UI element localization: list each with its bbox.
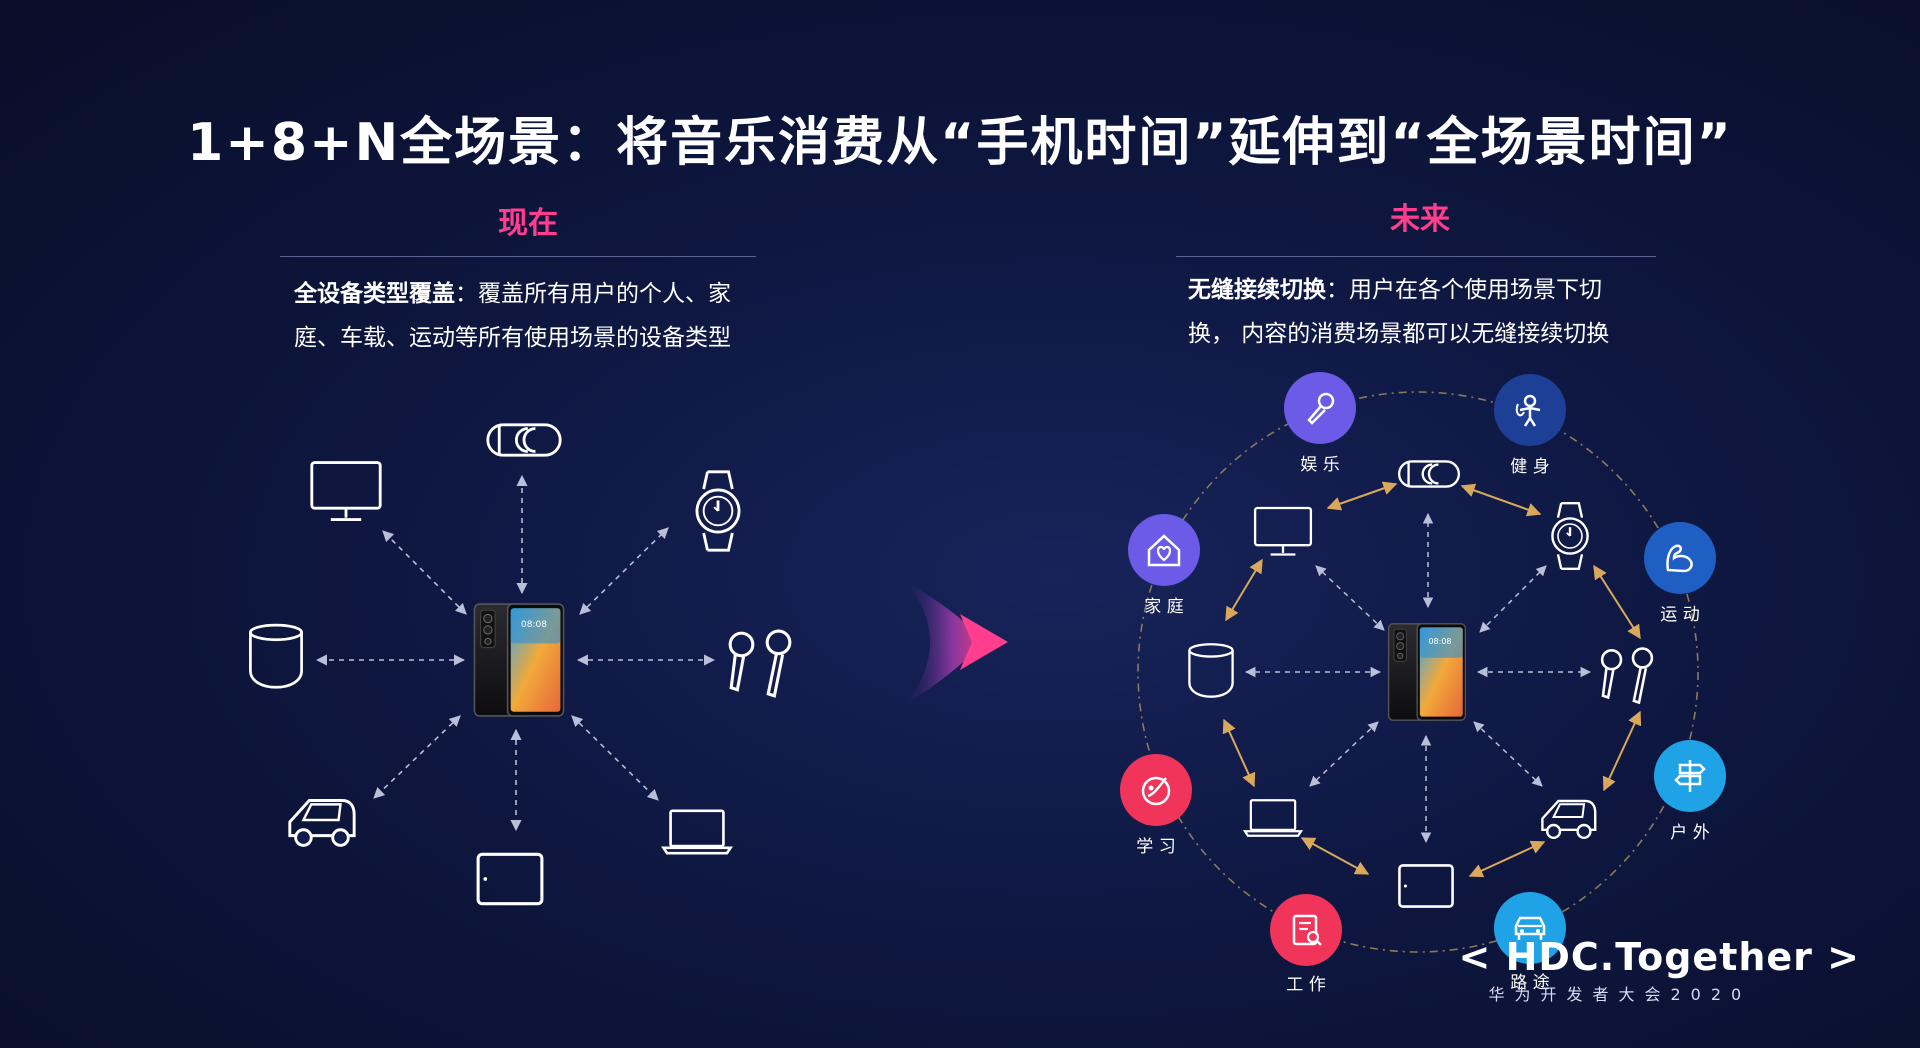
link-right-watch [1479, 565, 1547, 633]
left-phone-icon [473, 603, 565, 717]
right-desc-bold: 无缝接续切换 [1188, 277, 1326, 303]
link-speaker-monitor [1225, 558, 1263, 622]
right-earbuds-icon [1600, 647, 1654, 704]
right-vr-headset-icon [1397, 460, 1461, 488]
link-left-watch [579, 527, 669, 615]
right-heading: 未来 [1390, 202, 1450, 237]
scene-entertainment: 娱 乐 [1284, 372, 1356, 475]
right-description: 无缝接续切换：用户在各个使用场景下切 换， 内容的消费场景都可以无缝接续切换 [1188, 268, 1688, 356]
link-earbuds-car [1602, 710, 1642, 792]
left-divider [280, 256, 756, 257]
scene-home: 家 庭 [1128, 514, 1200, 617]
scene-outdoor: 户 外 [1654, 740, 1726, 843]
right-desc-line2: 换， 内容的消费场景都可以无缝接续切换 [1188, 321, 1610, 347]
scene-label-work: 工 作 [1286, 975, 1325, 995]
right-phone-time: 08:08 [1428, 637, 1451, 646]
hdc-logo: < HDC.Together > [1458, 935, 1860, 979]
right-car-icon [1541, 799, 1597, 840]
scene-label-road: 路 途 [1510, 973, 1549, 993]
link-vr-watch [1460, 483, 1542, 517]
link-left-car [373, 715, 461, 799]
left-description: 全设备类型覆盖：覆盖所有用户的个人、家 庭、车载、运动等所有使用场景的设备类型 [294, 272, 794, 360]
scene-study: 学 习 [1120, 754, 1192, 857]
left-desc-line2: 庭、车载、运动等所有使用场景的设备类型 [294, 325, 731, 351]
transition-arrow [906, 582, 1008, 704]
scene-label-sport: 运 动 [1660, 605, 1699, 625]
scene-sport: 运 动 [1644, 522, 1716, 625]
left-desc-bold: 全设备类型覆盖 [294, 281, 455, 307]
link-left-laptop [571, 715, 659, 801]
left-desc-line1: ：覆盖所有用户的个人、家 [455, 281, 731, 307]
scene-work: 工 作 [1270, 894, 1342, 995]
slide-title: 1+8+N全场景：将音乐消费从“手机时间”延伸到“全场景时间” [187, 113, 1733, 173]
scene-label-study: 学 习 [1136, 837, 1175, 857]
link-watch-earbuds [1593, 564, 1641, 640]
left-diagram: 08:08 [248, 423, 792, 906]
left-watch-icon [695, 470, 741, 552]
scene-label-home: 家 庭 [1144, 597, 1183, 617]
link-tablet-laptop [1300, 837, 1370, 875]
link-laptop-speaker [1222, 718, 1256, 788]
left-monitor-icon [310, 461, 382, 522]
scene-ring [1137, 391, 1699, 953]
scene-road: 路 途 [1494, 892, 1566, 993]
right-diagram: 08:08 娱 乐 健 身 家 庭 运 动 [1120, 372, 1726, 995]
hdc-subtitle: 华为开发者大会2020 [1488, 985, 1752, 1004]
right-tablet-icon [1398, 864, 1454, 908]
left-vr-headset-icon [486, 423, 562, 457]
left-speaker-icon [248, 623, 304, 689]
left-phone-time: 08:08 [521, 620, 547, 630]
right-laptop-icon [1243, 799, 1303, 837]
link-right-car [1473, 721, 1543, 787]
right-monitor-icon [1253, 506, 1313, 556]
right-desc-line1: ：用户在各个使用场景下切 [1326, 277, 1602, 303]
scene-label-fitness: 健 身 [1510, 457, 1549, 477]
scene-label-outdoor: 户 外 [1670, 823, 1709, 843]
left-heading: 现在 [498, 206, 558, 241]
right-watch-icon [1551, 502, 1589, 570]
right-divider [1176, 256, 1656, 257]
right-speaker-icon [1188, 643, 1234, 698]
link-left-monitor [382, 530, 467, 615]
scene-label-entertainment: 娱 乐 [1300, 455, 1339, 475]
left-car-icon [288, 799, 356, 847]
link-right-laptop [1309, 721, 1379, 787]
left-tablet-icon [476, 852, 544, 906]
link-car-tablet [1468, 840, 1546, 878]
link-monitor-vr [1326, 481, 1398, 511]
right-phone-icon [1387, 623, 1467, 721]
scene-fitness: 健 身 [1494, 374, 1566, 477]
link-right-monitor [1315, 565, 1385, 631]
left-laptop-icon [662, 809, 732, 855]
hdc-brand: < HDC.Together > 华为开发者大会2020 [1459, 935, 1861, 1005]
left-earbuds-icon [728, 629, 792, 698]
